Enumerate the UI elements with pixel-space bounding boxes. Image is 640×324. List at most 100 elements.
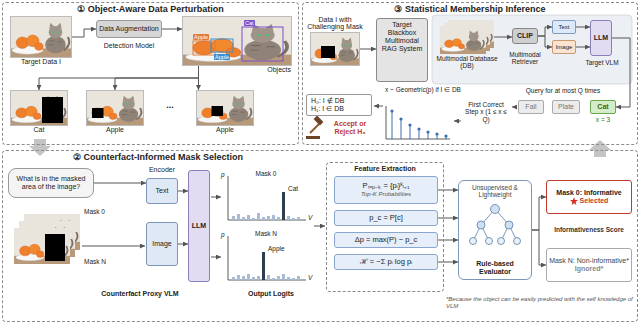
mask-label: Mask 0 <box>84 208 118 215</box>
connector <box>178 191 188 192</box>
node-text: Image <box>556 44 573 51</box>
flow-arrow <box>589 140 611 157</box>
geometric-chart <box>386 106 450 139</box>
step-label: First Correct Step x (1 ≤ x ≤ Q) <box>462 101 510 123</box>
retriever-box: CLIP <box>512 28 538 44</box>
detection-photo <box>193 41 215 55</box>
bar-label: Apple <box>268 245 294 252</box>
geometric-chart <box>426 130 429 133</box>
masked-photo <box>196 90 254 126</box>
node-text: LLM <box>594 34 608 42</box>
connector <box>39 66 199 90</box>
system-box: Target Blackbox Multimodal RAG System <box>376 18 428 82</box>
flow-line <box>211 257 221 258</box>
connector <box>360 49 376 50</box>
bar-label: Cat <box>288 185 308 192</box>
node-text: p_c = P[c] <box>369 214 403 223</box>
connector <box>532 197 546 230</box>
component-label: Target VLM <box>578 59 626 66</box>
logit-plot <box>282 192 285 220</box>
hypothesis-box: H₀: I ∉ DBH₁: I ∈ DB <box>306 94 372 116</box>
connector <box>538 27 552 36</box>
node-text: Mask N: Non-informative* <box>549 257 629 265</box>
masked-image-stack <box>14 228 70 264</box>
score-label: Informativeness Score <box>544 226 634 233</box>
geometric-chart <box>399 117 402 120</box>
logit-plot <box>228 176 306 220</box>
component-label: Encoder <box>138 166 186 174</box>
photo-frame: Data I with Challenging Mask <box>310 32 360 66</box>
tree-icon <box>470 238 477 245</box>
node-text: Image <box>152 240 171 248</box>
caption: Multimodal Database (DB) <box>432 55 502 69</box>
connector <box>576 47 590 48</box>
panel-title: ③ Statistical Membership Inference <box>303 3 637 15</box>
gavel-icon <box>310 124 319 133</box>
object-tag: Apple <box>193 34 209 40</box>
challenge-photo <box>321 46 335 58</box>
database-photos <box>440 20 494 54</box>
axis-label: p <box>221 171 227 178</box>
masked-photo <box>42 97 63 123</box>
geometric-chart <box>408 123 411 126</box>
flow-arrow <box>29 139 51 156</box>
node-text: Ignored* <box>575 265 603 273</box>
connector <box>494 37 512 38</box>
rag-system-area <box>432 15 632 84</box>
formula-box: Δp = max(P) − p_c <box>334 232 438 248</box>
rag-system-area <box>432 15 632 84</box>
caption: Cat <box>3 126 75 134</box>
tree-icon <box>505 221 513 229</box>
node-text: Plate <box>558 103 574 111</box>
connector <box>198 66 199 90</box>
photo-frame: Target Data I <box>10 16 72 58</box>
caption: Apple <box>79 126 151 134</box>
geometric-chart <box>392 111 446 139</box>
logit-plot <box>232 213 300 220</box>
connector <box>178 244 188 245</box>
encoder-box: Text <box>146 178 178 204</box>
node-text: LLM <box>192 222 206 230</box>
component-label: Output Logits <box>226 290 316 298</box>
target-photo <box>10 16 72 58</box>
node-text: Text <box>558 24 569 31</box>
star-icon <box>570 197 578 205</box>
axis-label: V <box>308 214 316 221</box>
logit-plot <box>228 236 306 280</box>
plot-title: Mask N <box>246 230 286 237</box>
connector <box>576 27 590 28</box>
connector <box>438 240 458 241</box>
target-photo <box>10 16 72 58</box>
decision-label: Accept or Reject H₀ <box>326 120 374 136</box>
object-tag: Cat <box>244 20 255 26</box>
masked-photo <box>92 108 104 118</box>
connector <box>115 66 199 90</box>
object-tag: Apple <box>214 54 230 60</box>
feature-group: Feature ExtractionPₜₒₚ₋ₖ = {pᵢ}ᵏᵢ₌₁Top-K… <box>326 162 444 292</box>
photo-frame: Apple <box>196 90 254 126</box>
detection-photo <box>242 27 283 61</box>
node-text: Text <box>156 187 169 195</box>
masked-photo <box>212 106 224 116</box>
geometric-chart <box>386 106 450 139</box>
masked-photo <box>10 90 254 126</box>
component-label: Multimodal Retriever <box>500 51 550 66</box>
node-text: CLIP <box>517 32 533 40</box>
photo-frame: Objects <box>182 16 292 66</box>
caption: Apple <box>189 126 261 134</box>
geometric-chart <box>444 134 447 137</box>
node-text: Pₜₒₚ₋ₖ = {pᵢ}ᵏᵢ₌₁ <box>363 182 410 191</box>
flow-line <box>314 226 325 227</box>
masked-photo <box>86 90 144 126</box>
logit-plot <box>232 274 300 280</box>
database-frame: Multimodal Database (DB) <box>440 20 494 54</box>
connector <box>72 29 96 37</box>
answer-box: Fail <box>518 100 544 114</box>
star-icon <box>570 197 578 205</box>
document-box: Image <box>552 40 576 54</box>
flow-line <box>512 107 517 108</box>
node-text: H₀: I ∉ DB <box>311 97 344 105</box>
axis-label: V <box>308 274 316 281</box>
node-text: Fail <box>525 103 536 111</box>
caption: Objects <box>267 66 291 74</box>
